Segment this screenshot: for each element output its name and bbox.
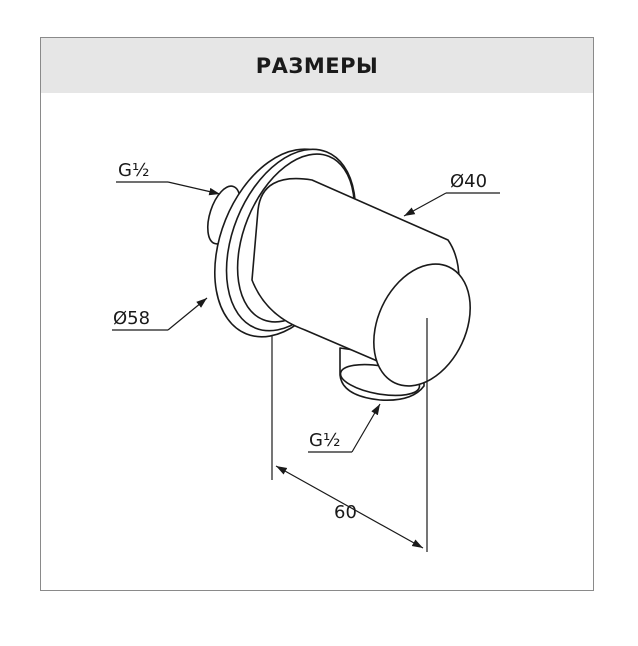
dim-wall-thread <box>116 181 221 196</box>
label-flange-diameter: Ø58 <box>113 308 150 329</box>
dim-outer-diameter <box>403 192 500 217</box>
label-depth: 60 <box>334 502 357 523</box>
wall-elbow-outline <box>206 148 471 402</box>
panel-header: РАЗМЕРЫ <box>41 38 593 93</box>
dim-outlet-thread <box>308 403 381 453</box>
cylinder-end-cap <box>373 263 471 387</box>
label-wall-thread: G½ <box>118 160 149 181</box>
panel-title: РАЗМЕРЫ <box>255 53 379 78</box>
dim-flange-diameter <box>112 297 208 331</box>
label-outer-diameter: Ø40 <box>450 171 487 192</box>
dim-depth <box>271 318 428 552</box>
label-outlet-thread: G½ <box>309 430 340 451</box>
